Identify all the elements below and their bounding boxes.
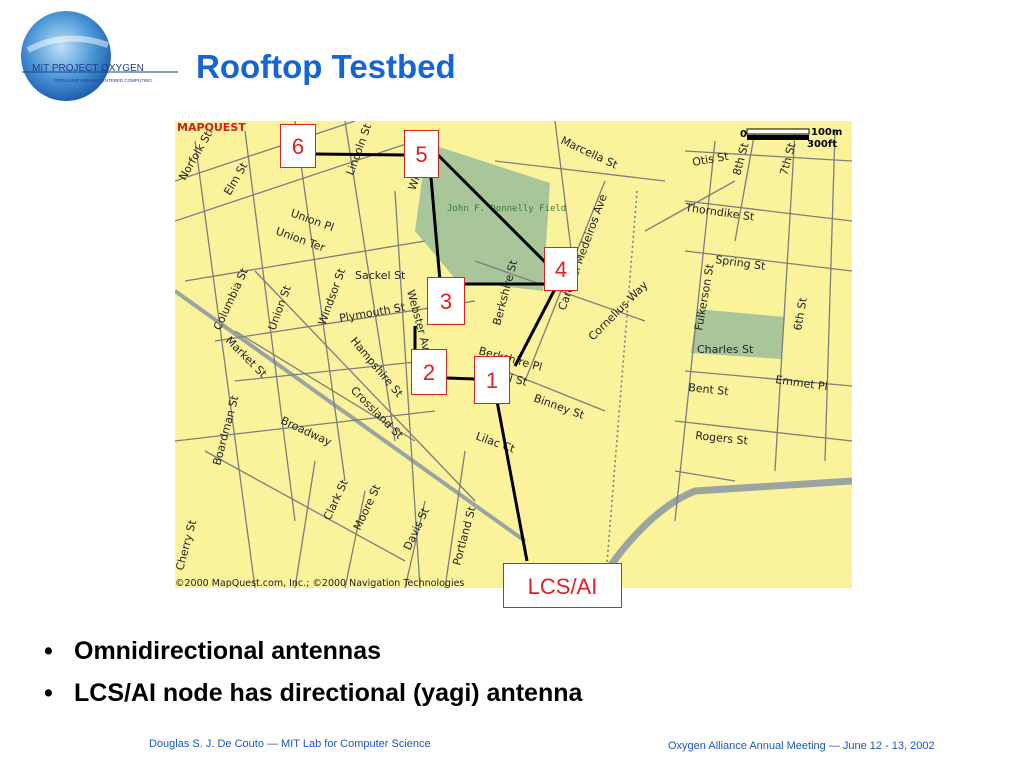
charles-st-park bbox=[691, 309, 785, 359]
node-5: 5 bbox=[404, 130, 439, 178]
park-label-charles: Charles St bbox=[697, 343, 754, 356]
street-map: MAPQUEST 0 100m 300ft John F. Donnelly F… bbox=[175, 121, 852, 588]
logo-tagline: PERVASIVE HUMAN-CENTERED COMPUTING bbox=[54, 78, 152, 83]
node-lcs-ai: LCS/AI bbox=[503, 563, 622, 608]
map-copyright: ©2000 MapQuest.com, Inc.; ©2000 Navigati… bbox=[175, 578, 464, 588]
node-6: 6 bbox=[280, 124, 316, 168]
mit-oxygen-logo: MIT PROJECT OXYGEN PERVASIVE HUMAN-CENTE… bbox=[18, 10, 183, 105]
svg-text:100m: 100m bbox=[811, 127, 842, 138]
svg-text:Otis St: Otis St bbox=[691, 150, 730, 169]
svg-text:Rogers St: Rogers St bbox=[695, 429, 749, 448]
logo-title: MIT PROJECT OXYGEN bbox=[32, 63, 144, 74]
svg-text:Sackel St: Sackel St bbox=[355, 269, 406, 282]
svg-text:6th St: 6th St bbox=[791, 296, 810, 332]
node-1: 1 bbox=[474, 356, 510, 404]
svg-text:Bent St: Bent St bbox=[688, 381, 730, 398]
svg-text:0: 0 bbox=[740, 129, 747, 140]
scale-bar: 0 100m 300ft bbox=[740, 127, 842, 150]
svg-text:300ft: 300ft bbox=[807, 139, 837, 150]
bullet-list: •Omnidirectional antennas •LCS/AI node h… bbox=[44, 630, 582, 714]
mapquest-brand: MAPQUEST bbox=[177, 121, 246, 134]
network-links bbox=[314, 152, 557, 562]
footer-event: Oxygen Alliance Annual Meeting — June 12… bbox=[668, 740, 935, 752]
node-2: 2 bbox=[411, 349, 447, 395]
node-3: 3 bbox=[427, 277, 465, 325]
park-label-donnelly: John F. Donnelly Field bbox=[447, 204, 566, 214]
footer-author: Douglas S. J. De Couto — MIT Lab for Com… bbox=[149, 738, 431, 750]
bullet-item: •LCS/AI node has directional (yagi) ante… bbox=[44, 679, 583, 707]
slide-title: Rooftop Testbed bbox=[196, 48, 456, 85]
donnelly-field-park bbox=[415, 143, 550, 291]
node-4: 4 bbox=[544, 247, 578, 291]
bullet-item: •Omnidirectional antennas bbox=[44, 637, 382, 665]
